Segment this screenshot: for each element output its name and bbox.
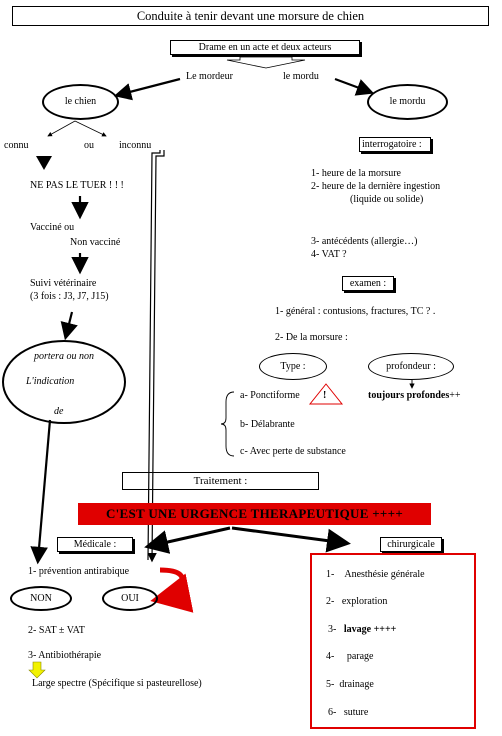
vaccine-ou: Vacciné ou <box>30 222 75 233</box>
chir-label-4: parage <box>346 651 374 662</box>
ou-label: ou <box>84 140 94 151</box>
ne-pas-tuer: NE PAS LE TUER ! ! ! <box>30 180 124 191</box>
le-mordu-label: le mordu <box>283 71 319 82</box>
examen-2: 2- De la morsure : <box>275 332 348 343</box>
arrow-to-mordu <box>334 77 375 96</box>
ellipse-chien-text: le chien <box>64 96 97 107</box>
chir-num-6: 6- <box>328 707 337 718</box>
ellipse-profondeur: profondeur : <box>368 353 454 380</box>
connu-triangle <box>36 156 52 170</box>
medicale-box: Médicale : <box>57 537 133 552</box>
type-b: b- Délabrante <box>240 419 295 430</box>
examen-text: examen : <box>349 278 387 289</box>
ellipse-chien: le chien <box>42 84 119 120</box>
warn-mark: ! <box>323 390 327 401</box>
inconnu-line-2 <box>147 150 165 563</box>
portera-line-3: de <box>54 406 64 417</box>
ellipse-mordu-text: le mordu <box>389 96 426 107</box>
ellipse-oui: OUI <box>102 586 158 611</box>
chir-num-1: 1- <box>326 569 335 580</box>
non-vaccine: Non vacciné <box>70 237 121 248</box>
portera-line-1: portera ou non <box>34 351 94 362</box>
traitement-text: Traitement : <box>193 475 248 487</box>
oui-text: OUI <box>121 593 139 604</box>
inconnu-label: inconnu <box>119 140 152 151</box>
chir-label-6: suture <box>343 707 369 718</box>
portera-line-2: L'indication <box>26 376 75 387</box>
drame-box: Drame en un acte et deux acteurs <box>170 40 360 55</box>
profondeur-text: profondeur : <box>386 361 436 372</box>
med-1: 1- prévention antirabique <box>28 566 130 577</box>
arrow-to-inconnu <box>74 120 107 137</box>
chirurgicale-text: chirurgicale <box>387 539 435 550</box>
interrogatoire-box: interrogatoire : <box>359 137 431 152</box>
interro-1: 1- heure de la morsure <box>311 168 401 179</box>
interro-2b: (liquide ou solide) <box>350 194 424 205</box>
chir-num-3: 3- <box>328 624 337 635</box>
arrow-to-portera <box>60 311 78 341</box>
med-3: 3- Antibiothérapie <box>28 650 102 661</box>
type-bracket <box>220 391 235 457</box>
ellipse-type: Type : <box>259 353 327 380</box>
urgence-banner: C'EST UNE URGENCE THERAPEUTIQUE ++++ <box>78 503 431 525</box>
medicale-text: Médicale : <box>73 539 117 550</box>
yellow-down-arrow <box>28 661 46 679</box>
arrow-to-connu <box>47 120 76 137</box>
med-3b: Large spectre (Spécifique si pasteurello… <box>32 678 202 689</box>
chir-num-5: 5- <box>326 679 335 690</box>
chir-num-4: 4- <box>326 651 335 662</box>
urgence-text: C'EST UNE URGENCE THERAPEUTIQUE ++++ <box>105 506 404 521</box>
chir-label-1: Anesthésie générale <box>344 569 425 580</box>
chir-num-2: 2- <box>326 596 335 607</box>
connu-label: connu <box>4 140 29 151</box>
profondeur-value: toujours profondes++ <box>368 390 461 402</box>
ellipse-portera: portera ou non L'indication de <box>2 340 126 424</box>
suivi-veterinaire: Suivi vétérinaire <box>30 278 97 289</box>
interro-4: 4- VAT ? <box>311 249 347 260</box>
arrow-to-chirurgicale <box>231 526 351 553</box>
drame-text: Drame en un acte et deux acteurs <box>198 42 332 53</box>
traitement-box: Traitement : <box>122 472 319 490</box>
le-mordeur-label: Le mordeur <box>186 71 233 82</box>
suivi-fois: (3 fois : J3, J7, J15) <box>30 291 109 302</box>
chir-label-2: exploration <box>341 596 388 607</box>
profond-plus: ++ <box>449 390 461 401</box>
chir-item-3: 3- lavage ++++ <box>328 624 396 636</box>
interrogatoire-text: interrogatoire : <box>362 139 422 150</box>
non-text: NON <box>30 593 52 604</box>
profond-text: toujours profondes <box>368 390 450 401</box>
ellipse-mordu: le mordu <box>367 84 448 120</box>
chirurgicale-list: 1- Anesthésie générale 2- exploration 3-… <box>310 553 476 729</box>
chir-label-5: drainage <box>339 679 374 690</box>
chirurgicale-box: chirurgicale <box>380 537 442 552</box>
page-title-text: Conduite à tenir devant une morsure de c… <box>136 9 365 23</box>
arrow-to-chien <box>113 77 181 101</box>
chir-item-4: 4- parage <box>326 651 374 663</box>
chir-item-5: 5- drainage <box>326 679 374 691</box>
interro-2: 2- heure de la dernière ingestion <box>311 181 441 192</box>
drame-down-arrow <box>226 56 306 69</box>
inconnu-line <box>147 150 161 561</box>
arrow-to-medicale <box>144 526 231 554</box>
ellipse-non: NON <box>10 586 72 611</box>
examen-box: examen : <box>342 276 394 291</box>
med-2: 2- SAT ± VAT <box>28 625 85 636</box>
type-a: a- Ponctiforme <box>240 390 300 401</box>
chir-item-1: 1- Anesthésie générale <box>326 569 425 581</box>
chir-label-3: lavage <box>343 624 372 635</box>
type-c: c- Avec perte de substance <box>240 446 346 457</box>
interro-3: 3- antécédents (allergie…) <box>311 236 418 247</box>
page-title: Conduite à tenir devant une morsure de c… <box>12 6 489 26</box>
red-curved-arrow <box>150 567 194 613</box>
type-text: Type : <box>280 361 306 372</box>
chir-item-2: 2- exploration <box>326 596 387 608</box>
examen-1: 1- général : contusions, fractures, TC ?… <box>275 306 436 317</box>
chir-item-6: 6- suture <box>328 707 368 719</box>
chir-extra-3: ++++ <box>371 624 397 635</box>
arrow-portera-to-prevention <box>30 419 52 565</box>
